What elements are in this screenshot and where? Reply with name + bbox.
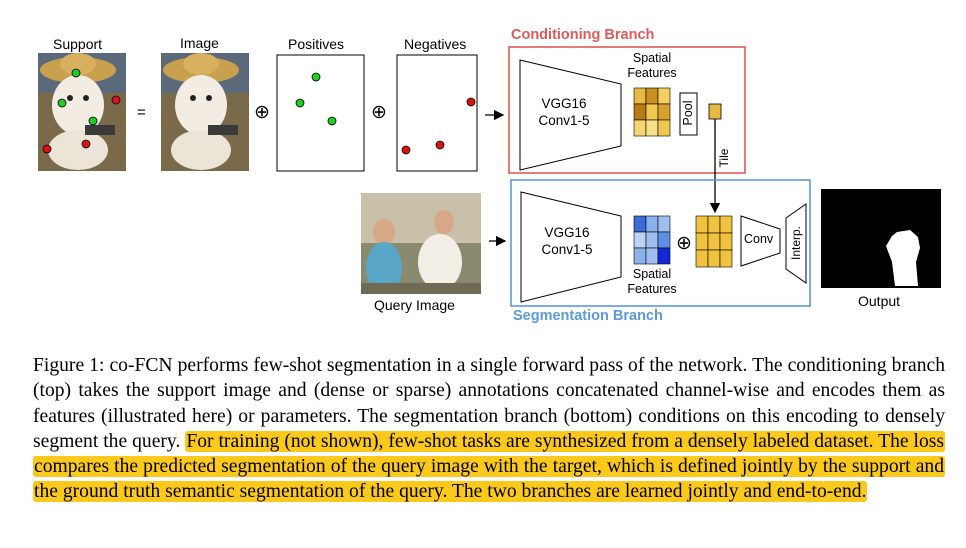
concat-symbol-1: ⊕ xyxy=(254,102,270,123)
caption-prefix: Figure 1: xyxy=(33,355,105,376)
caption-body: co-FCN performs few-shot segmentation in… xyxy=(33,355,945,452)
negatives-panel xyxy=(396,54,478,172)
positive-clicks xyxy=(295,72,337,126)
conv-block xyxy=(740,215,781,267)
tiled-feature-grid xyxy=(695,215,733,268)
positives-label: Positives xyxy=(288,36,345,52)
conditioning-features-label-1: Spatial xyxy=(632,51,672,65)
conditioning-branch-title: Conditioning Branch xyxy=(511,27,655,43)
query-image xyxy=(361,193,481,294)
output-label: Output xyxy=(858,293,901,309)
interp-block xyxy=(785,203,807,284)
conv-label: Conv xyxy=(744,232,774,246)
figure-diagram xyxy=(38,46,941,307)
support-label: Support xyxy=(53,36,103,52)
conditioning-feature-grid xyxy=(633,87,671,137)
conditioning-features-label-2: Features xyxy=(627,66,677,80)
segmentation-branch-box xyxy=(510,179,811,307)
segmentation-feature-grid xyxy=(633,215,671,265)
segmentation-branch-title: Segmentation Branch xyxy=(513,308,663,324)
conditioning-encoder-layers: Conv1-5 xyxy=(538,113,590,128)
positives-panel xyxy=(276,54,365,172)
pool-box xyxy=(679,92,698,136)
equals-sign: = xyxy=(137,104,146,121)
output-mask xyxy=(821,189,941,288)
interp-label: Interp. xyxy=(789,225,803,261)
pooled-feature-cell xyxy=(708,103,722,120)
caption-highlight: For training (not shown), few-shot tasks… xyxy=(33,430,946,503)
pool-label: Pool xyxy=(681,100,695,126)
negatives-label: Negatives xyxy=(404,36,467,52)
query-image-label: Query Image xyxy=(374,297,455,313)
segmentation-features-label-2: Features xyxy=(627,282,677,296)
support-negative-clicks xyxy=(42,95,121,154)
image-thumbnail xyxy=(161,53,249,171)
concat-symbol-2: ⊕ xyxy=(371,102,387,123)
segmentation-features-label-1: Spatial xyxy=(632,267,672,281)
image-label: Image xyxy=(180,35,219,51)
segmentation-encoder-layers: Conv1-5 xyxy=(541,242,593,257)
tile-label: Tile xyxy=(717,148,731,168)
conditioning-encoder-name: VGG16 xyxy=(541,96,587,111)
conditioning-branch-box xyxy=(508,46,746,174)
segmentation-encoder-trapezoid xyxy=(520,191,622,303)
concat-symbol-3: ⊕ xyxy=(676,233,692,254)
conditioning-encoder-trapezoid xyxy=(519,59,622,171)
segmentation-encoder-name: VGG16 xyxy=(544,225,590,240)
figure-caption: Figure 1: co-FCN performs few-shot segme… xyxy=(33,353,946,505)
support-positive-clicks xyxy=(57,68,98,126)
negative-clicks xyxy=(401,97,476,155)
support-image xyxy=(38,53,126,171)
